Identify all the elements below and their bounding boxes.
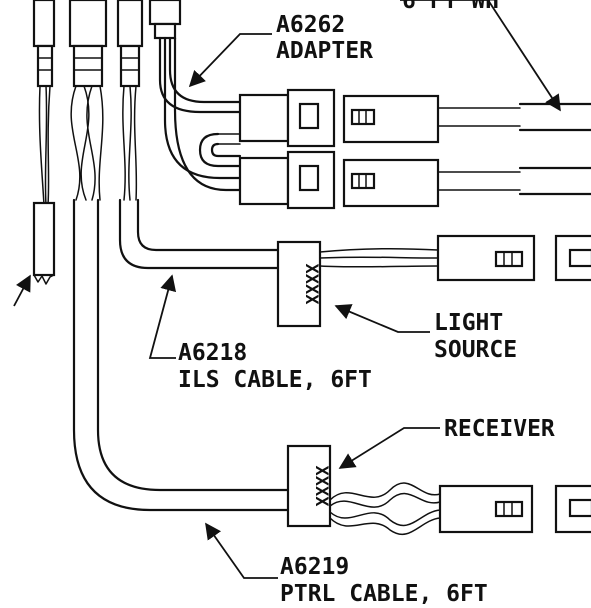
ptrl-cable-label: PTRL CABLE, 6FT xyxy=(280,581,488,607)
ils-cable-label: ILS CABLE, 6FT xyxy=(178,367,372,393)
connector-right xyxy=(116,0,144,88)
callout-leaders xyxy=(148,0,561,579)
ptrl-cable-outer xyxy=(72,198,290,512)
ptrl-connector xyxy=(438,484,591,534)
ptrl-tag-text: XXXX xyxy=(311,466,331,508)
adapter-part-number: A6262 xyxy=(276,12,345,38)
ils-connector xyxy=(436,234,591,282)
light-source-label-line2: SOURCE xyxy=(434,337,517,363)
adapter-top-connector xyxy=(238,88,591,148)
ils-tag-text: XXXX xyxy=(301,264,321,306)
connector-bank xyxy=(32,0,182,88)
adapter-bottom-connector xyxy=(238,150,591,210)
ils-tag: XXXX xyxy=(276,240,322,328)
connector-middle xyxy=(68,0,108,88)
ils-cable-outer xyxy=(118,198,280,270)
right-bundle xyxy=(122,85,138,201)
adapter-wires xyxy=(158,36,242,192)
top-partial-label: 6 FT WH xyxy=(402,0,499,14)
adapter-label: ADAPTER xyxy=(276,38,373,64)
ptrl-part-number: A6219 xyxy=(280,554,349,580)
ils-cable-inner xyxy=(136,198,280,252)
middle-bundle xyxy=(70,85,104,201)
ptrl-twisted-wires xyxy=(329,482,441,536)
left-wires xyxy=(38,85,51,206)
receiver-label: RECEIVER xyxy=(444,416,555,442)
connector-left xyxy=(32,0,56,88)
ils-part-number: A6218 xyxy=(178,340,247,366)
ptrl-cable-inner xyxy=(96,198,290,492)
light-source-label-line1: LIGHT xyxy=(434,310,503,336)
connector-adapter-top xyxy=(148,0,182,40)
cut-cable-arrow xyxy=(13,274,31,307)
ptrl-tag: XXXX xyxy=(286,444,332,528)
ils-wires xyxy=(319,247,439,268)
cut-cable xyxy=(32,201,56,285)
